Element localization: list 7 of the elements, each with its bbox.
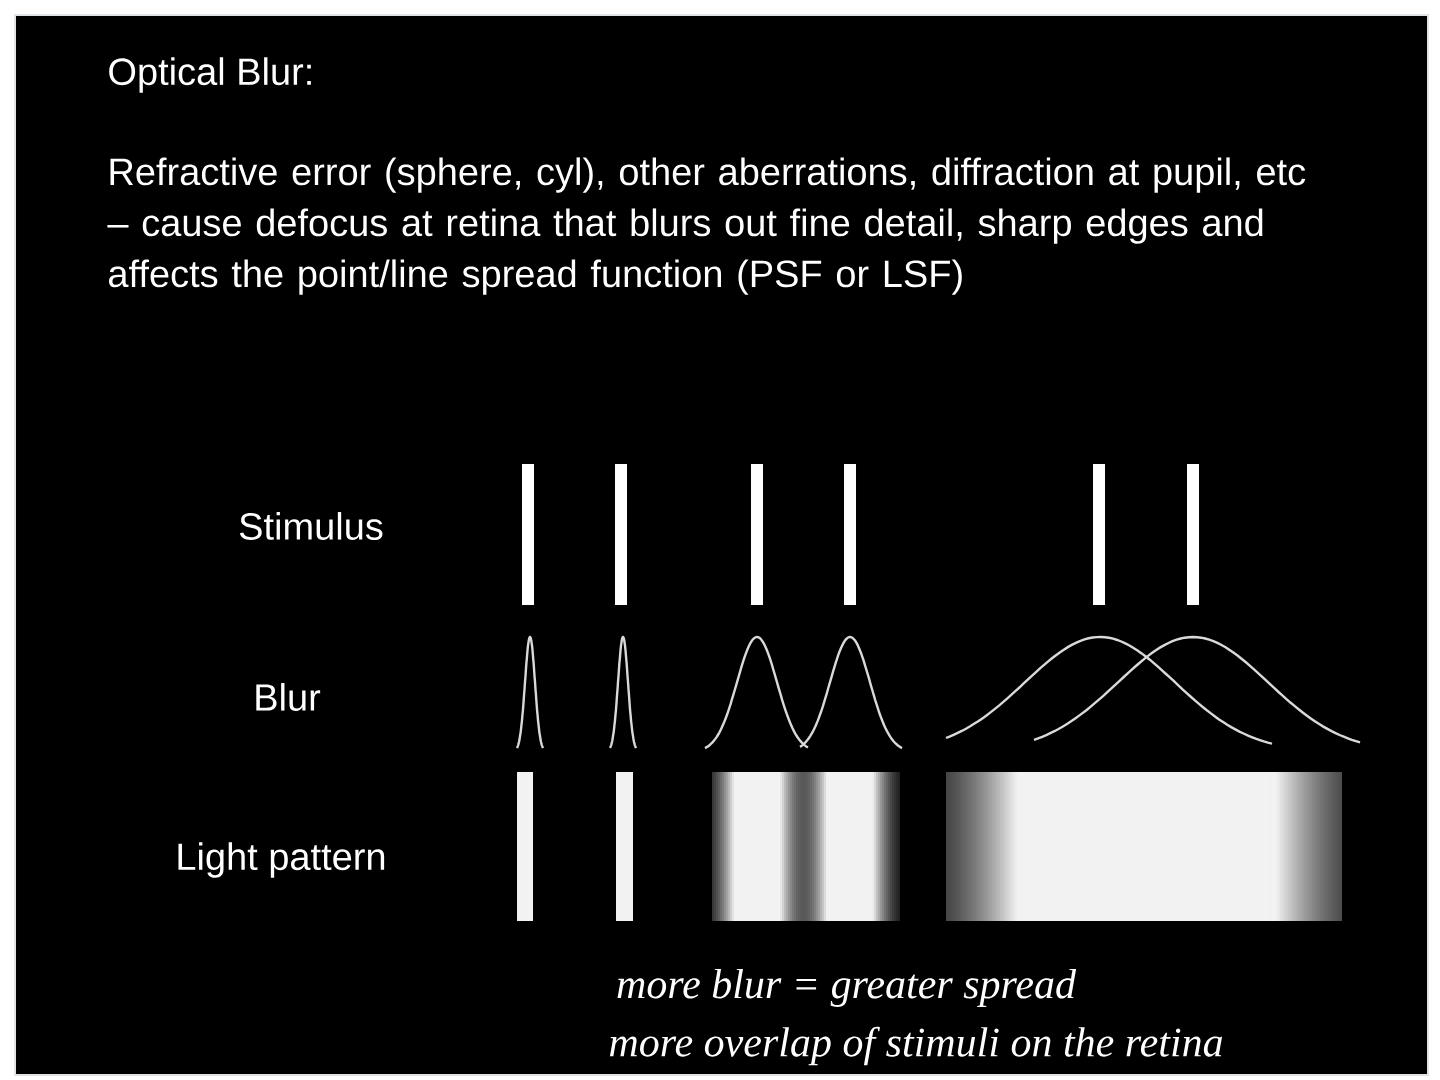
title: Optical Blur:	[109, 57, 311, 93]
handwritten-note: more overlap of stimuli on the retina	[609, 1026, 1223, 1066]
row-label: Stimulus	[239, 512, 383, 540]
paragraph: Refractive error (sphere, cyl), other aberrations, diffraction at pupil, etc – cause defocus at retina that blurs out fine detail, sharp edges and affects the point/line spread function (PSF or LSF)	[107, 157, 1306, 295]
handwritten-note: more blur = greater spread	[617, 968, 1077, 1008]
row-label: Blur	[256, 683, 321, 711]
row-label: Light pattern	[178, 842, 385, 878]
